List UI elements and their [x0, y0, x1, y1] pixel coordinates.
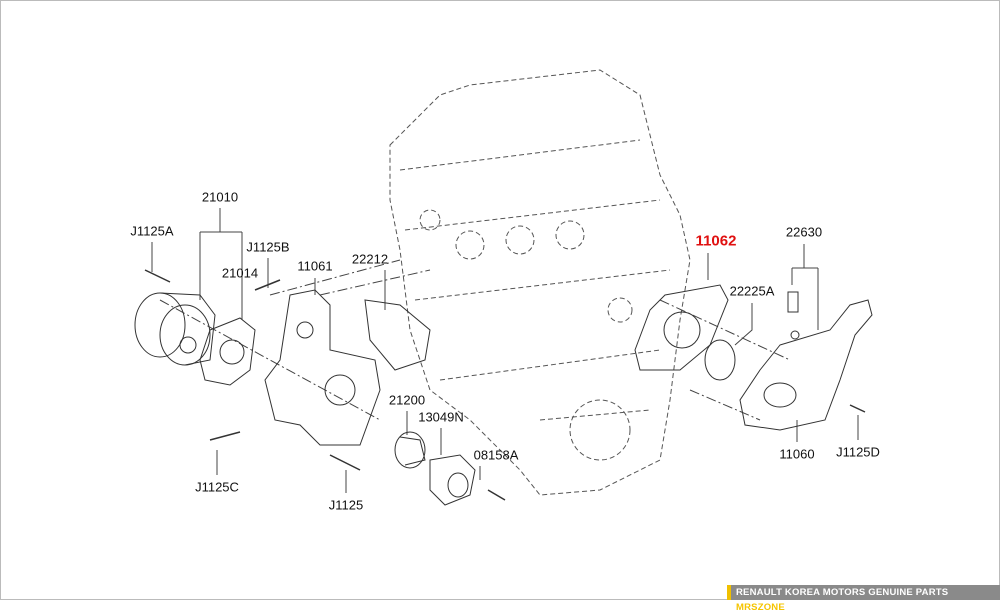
water-pump [134, 292, 216, 366]
sensor-22630 [787, 291, 800, 340]
cover-13049N [429, 454, 476, 506]
part-label-21010[interactable]: 21010 [201, 189, 239, 205]
gasket-22212 [364, 299, 431, 371]
gasket-11062 [634, 284, 729, 371]
part-label-11060[interactable]: 11060 [779, 446, 815, 462]
part-label-J1125B[interactable]: J1125B [246, 239, 290, 255]
thermostat-22225A [704, 339, 736, 381]
part-label-22630[interactable]: 22630 [785, 224, 823, 240]
engine-block [389, 69, 691, 496]
part-label-21200[interactable]: 21200 [388, 392, 426, 408]
housing-11061 [264, 289, 381, 446]
part-label-J1125D[interactable]: J1125D [836, 444, 880, 460]
part-label-13049N[interactable]: 13049N [418, 409, 464, 425]
footer-brand: MRSZONE [736, 602, 785, 613]
footer-text: RENAULT KOREA MOTORS GENUINE PARTS [736, 587, 949, 598]
part-label-22212[interactable]: 22212 [351, 251, 389, 267]
leader-lines [151, 208, 859, 493]
part-label-11062-highlighted[interactable]: 11062 [695, 232, 737, 250]
parts-diagram [134, 69, 873, 506]
part-label-21014[interactable]: 21014 [221, 265, 259, 281]
bolts [144, 269, 866, 501]
part-label-08158A[interactable]: 08158A [473, 447, 519, 463]
part-label-J1125C[interactable]: J1125C [195, 479, 239, 495]
outlet-11060 [739, 299, 873, 431]
thermostat-21200 [394, 431, 426, 469]
part-label-11061[interactable]: 11061 [297, 258, 333, 274]
footer-watermark: RENAULT KOREA MOTORS GENUINE PARTS MRSZO… [727, 585, 1000, 613]
part-label-22225A[interactable]: 22225A [729, 283, 775, 299]
center-lines [159, 259, 791, 421]
part-label-J1125A[interactable]: J1125A [130, 223, 174, 239]
pump-gasket [199, 317, 256, 386]
part-label-J1125[interactable]: J1125 [328, 497, 364, 513]
